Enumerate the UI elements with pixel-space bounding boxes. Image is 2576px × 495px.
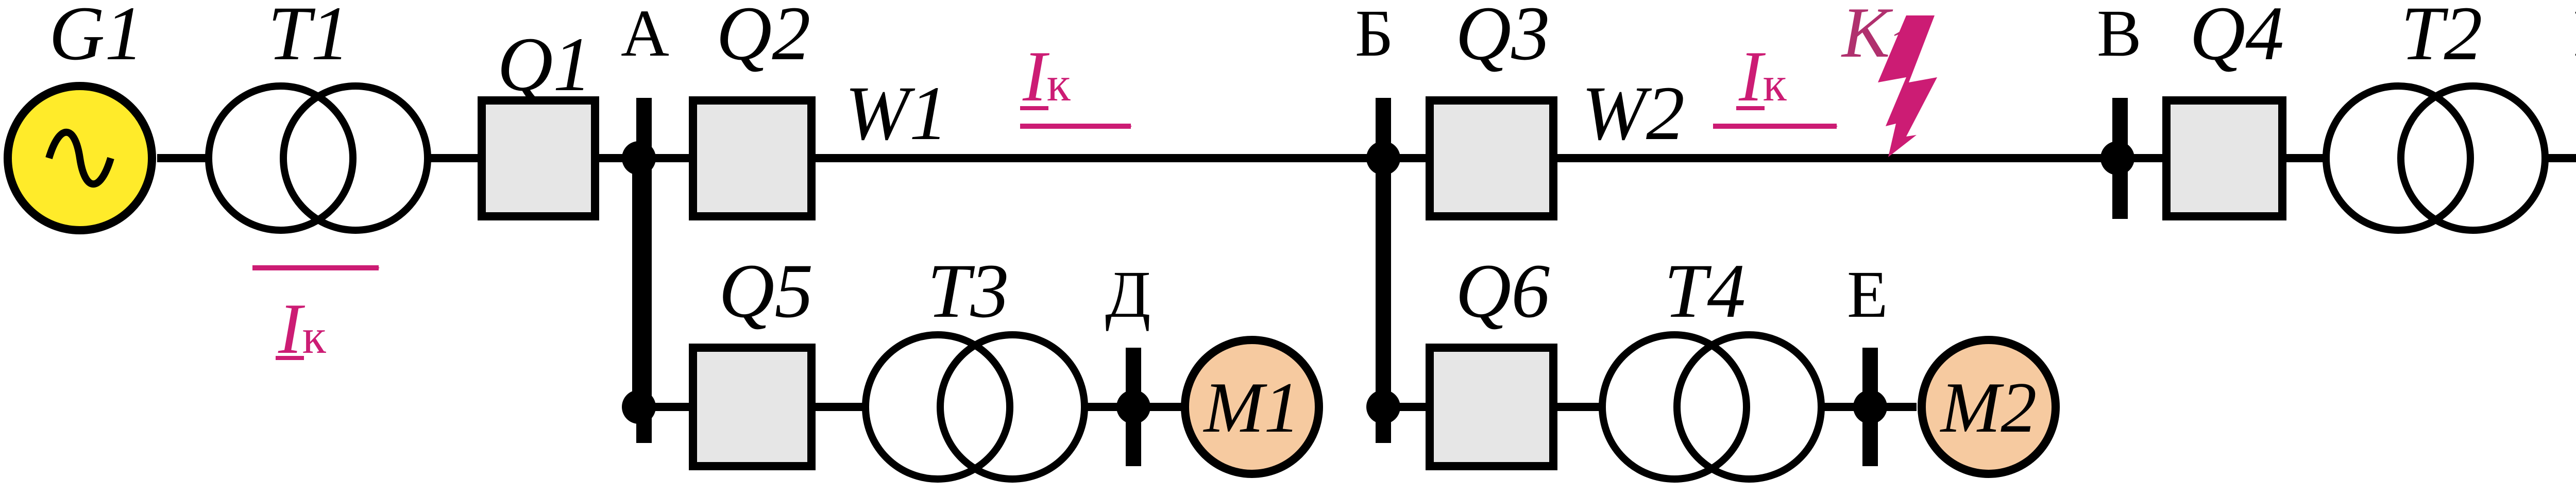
generator-g1: [4, 82, 156, 234]
element-labels: G1 T1 Q1 Q2 W1 Q3 W2 Q4 T2 Q5 T3 Q6 T4: [49, 0, 2482, 334]
current-arrow-1: Iк: [252, 265, 380, 369]
motor-m1-label: M1: [1203, 368, 1300, 448]
label-bus-b: Б: [1355, 0, 1394, 71]
svg-text:Iк: Iк: [1022, 37, 1071, 116]
sine-wave-icon: [45, 129, 114, 187]
breaker-q6: [1426, 344, 1557, 470]
bus-labels: А Б В Г Д Е: [621, 0, 2576, 332]
label-w1: W1: [845, 71, 948, 156]
transformer-t1: [205, 82, 431, 234]
label-t4: T4: [1664, 248, 1745, 334]
motor-m1: M1: [1181, 336, 1323, 478]
label-w2: W2: [1582, 71, 1685, 156]
current-arrow-3: Iк: [1713, 37, 1838, 129]
label-bus-g: Г: [2573, 0, 2576, 71]
label-t1: T1: [268, 0, 349, 76]
label-t2: T2: [2401, 0, 2482, 76]
current-arrow-2: Iк: [1020, 37, 1132, 129]
breaker-q1: [478, 96, 599, 220]
label-q5: Q5: [719, 248, 813, 334]
label-bus-e: Е: [1847, 258, 1888, 332]
label-q2: Q2: [716, 0, 810, 76]
breaker-q3: [1426, 96, 1557, 220]
fault-k1: K1: [1841, 0, 1937, 157]
transformer-t2: [2323, 82, 2549, 234]
label-g1: G1: [49, 0, 143, 76]
motor-m2-label: M2: [1940, 368, 2037, 448]
svg-text:Iк: Iк: [278, 289, 327, 369]
transformer-t4: [1599, 331, 1825, 483]
label-q6: Q6: [1455, 248, 1550, 334]
label-q4: Q4: [2190, 0, 2284, 76]
breaker-q4: [2162, 96, 2286, 220]
label-bus-d: Д: [1105, 258, 1151, 332]
label-t3: T3: [927, 248, 1009, 334]
breaker-q5: [689, 344, 816, 470]
label-bus-a: А: [621, 0, 669, 71]
motor-m2: M2: [1918, 336, 2060, 478]
junction-dots: [622, 141, 2134, 424]
label-q3: Q3: [1455, 0, 1550, 76]
transformer-t3: [862, 331, 1088, 483]
label-bus-v: В: [2097, 0, 2142, 71]
lightning-bolt-icon: [1878, 15, 1937, 157]
label-q1: Q1: [497, 22, 591, 107]
breaker-q2: [689, 96, 816, 220]
svg-text:Iк: Iк: [1738, 37, 1787, 116]
